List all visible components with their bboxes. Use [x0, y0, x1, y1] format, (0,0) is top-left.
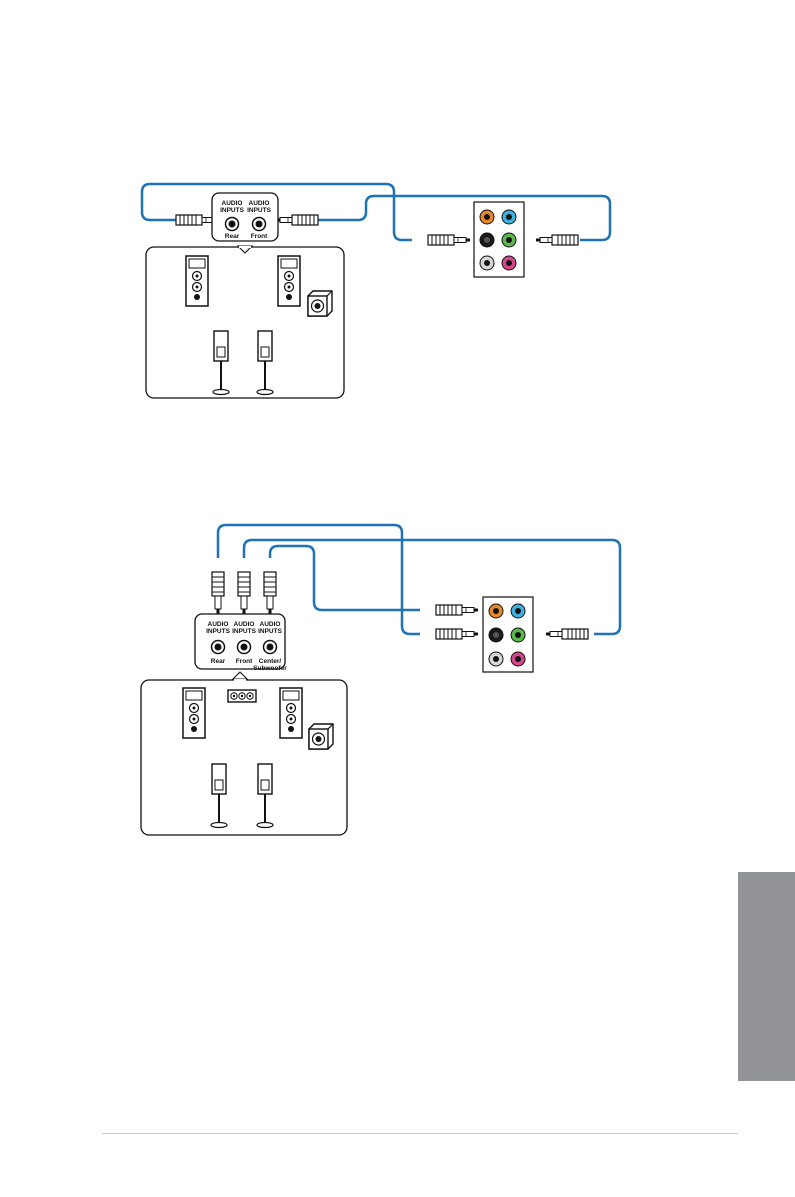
footer-rule	[102, 1133, 738, 1134]
cable-center-2	[270, 546, 420, 610]
input-label-line: AUDIO	[260, 621, 281, 628]
input-label-line: INPUTS	[247, 207, 272, 214]
input-label-line: Center/	[259, 658, 282, 665]
speaker-box	[141, 680, 347, 835]
audio-jack-icon	[253, 218, 266, 231]
speaker-box-pointer	[233, 672, 247, 679]
audio-jack-icon	[212, 641, 225, 654]
diagram-3-speaker-setup: AUDIO INPUTS Rear AUDIO INPUTS Front AUD…	[141, 525, 620, 835]
plug-icon	[428, 235, 470, 245]
input-label-line: INPUTS	[220, 207, 245, 214]
plug-icon	[276, 215, 318, 225]
plug-icon	[264, 572, 276, 614]
input-label-line: AUDIO	[222, 200, 243, 207]
plug-icon	[212, 572, 224, 614]
input-label-line: AUDIO	[249, 200, 270, 207]
tower-speaker-icon	[183, 688, 205, 738]
subwoofer-icon	[308, 291, 332, 316]
input-label-line: INPUTS	[206, 628, 231, 635]
input-label-line: Front	[236, 658, 253, 665]
rear-audio-panel	[474, 202, 524, 277]
input-label-line: INPUTS	[232, 628, 257, 635]
input-label-line: Front	[251, 233, 268, 240]
input-label-line: AUDIO	[234, 621, 255, 628]
plug-icon	[536, 235, 578, 245]
audio-jack-icon	[264, 641, 277, 654]
diagram-2-speaker-setup: AUDIO INPUTS Rear AUDIO INPUTS Front	[142, 184, 610, 398]
input-label-line: INPUTS	[258, 628, 283, 635]
input-label-line: Rear	[211, 658, 226, 665]
tower-speaker-icon	[278, 256, 300, 306]
cable-front-2	[244, 540, 620, 634]
input-label-line: AUDIO	[208, 621, 229, 628]
plug-icon	[436, 629, 478, 639]
tower-speaker-icon	[280, 688, 302, 738]
input-label-line: Rear	[225, 233, 240, 240]
audio-jack-icon	[226, 218, 239, 231]
speaker-box	[146, 247, 344, 398]
cable-front-1	[316, 196, 610, 240]
tower-speaker-icon	[186, 256, 208, 306]
rear-audio-panel	[483, 597, 533, 672]
chapter-side-tab	[738, 872, 795, 1081]
plug-icon	[238, 572, 250, 614]
center-speaker-icon	[228, 690, 256, 702]
input-label-line: Subwoofer	[253, 665, 287, 672]
plug-icon	[546, 629, 588, 639]
audio-jack-icon	[238, 641, 251, 654]
subwoofer-icon	[309, 724, 333, 749]
plug-icon	[436, 605, 478, 615]
